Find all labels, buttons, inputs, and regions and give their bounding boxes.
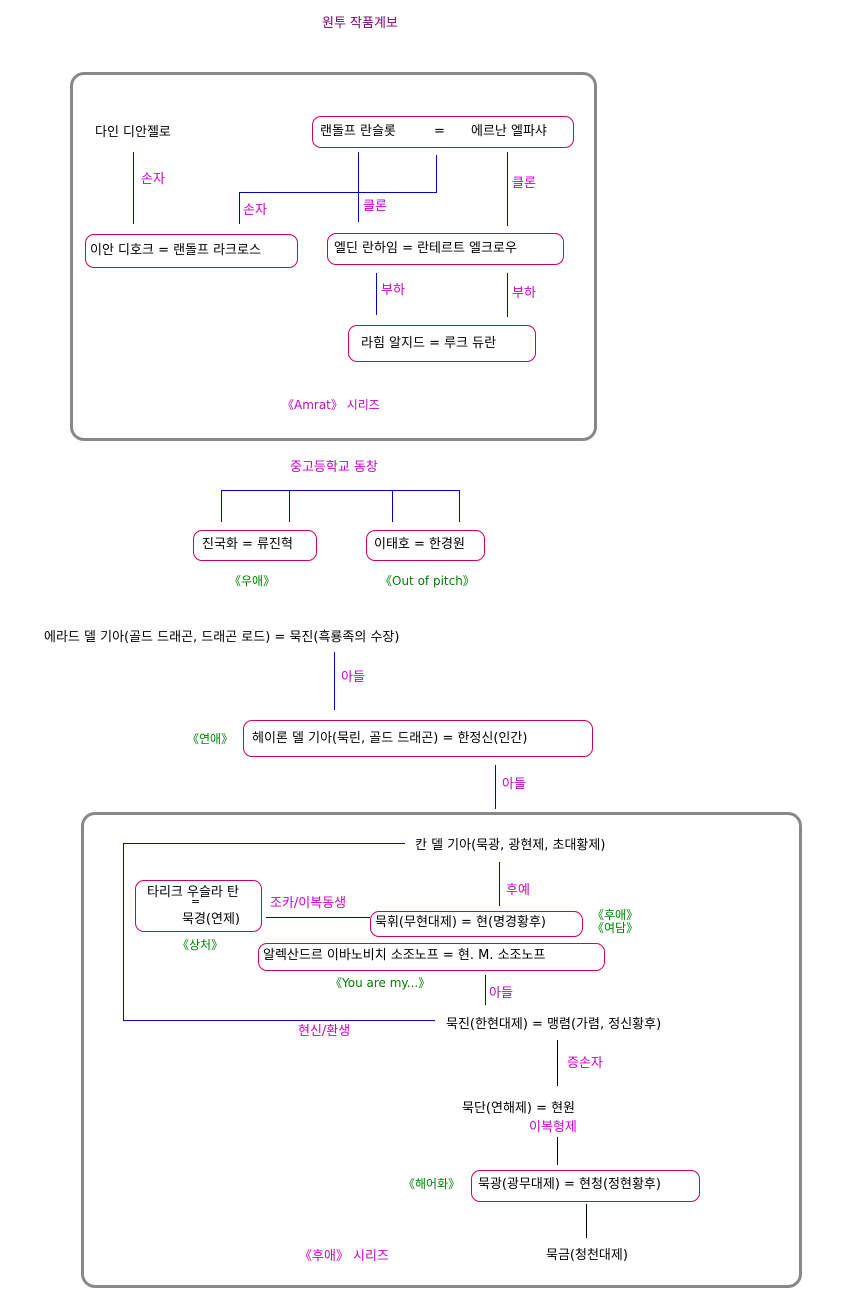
line-elden-rahim-2	[507, 273, 508, 317]
line-school-2	[289, 490, 290, 522]
node-box-alexandr	[258, 943, 605, 971]
line-to-ian	[239, 192, 240, 224]
work-haeeohwa: 《해어화》	[403, 1177, 461, 1191]
label-nephew: 조카/이복동생	[270, 896, 347, 911]
amrat-series-label: 《Amrat》 시리즈	[282, 398, 380, 412]
node-alexandr: 알렉산드르 이바노비치 소조노프 = 현. M. 소조노프	[263, 948, 546, 963]
diagram-title: 원투 작품계보	[322, 16, 398, 31]
label-subordinate-1: 부하	[381, 283, 405, 298]
node-mukgeum: 묵금(청천대제)	[546, 1248, 628, 1263]
node-mukgyeong: 묵경(연제)	[182, 912, 240, 927]
node-elden: 엘딘 란하임 = 란테르트 엘크로우	[334, 241, 517, 256]
work-uae: 《우애》	[229, 574, 276, 588]
work-you-are-my: 《You are my...》	[330, 976, 431, 990]
label-great-grandson: 증손자	[567, 1056, 603, 1071]
line-school-1	[221, 490, 222, 522]
line-randolph-elden	[358, 152, 359, 222]
school-title: 중고등학교 동창	[290, 460, 378, 475]
work-sangcheo: 《상처》	[177, 938, 224, 952]
node-box-rahim	[348, 325, 536, 362]
node-box-elden	[327, 233, 564, 265]
line-elden-rahim-1	[376, 273, 377, 315]
node-box-lee	[366, 530, 485, 561]
line-khan-mukhwi	[499, 862, 500, 906]
work-yeonae: 《연애》	[187, 732, 234, 746]
line-lancelot-horizontal	[239, 192, 437, 193]
line-alexandr-mukjin	[485, 975, 486, 1005]
line-reincarnation-side	[123, 843, 124, 1020]
node-heimon: 헤이론 델 기아(묵린, 골드 드래곤) = 한정신(인간)	[252, 731, 528, 746]
line-dain-ian	[133, 152, 134, 224]
node-lee: 이태호 = 한경원	[374, 537, 465, 552]
line-tarik-mukhwi	[266, 917, 370, 918]
node-mukjin: 묵진(한현대제) = 맹렴(가렴, 정신황후)	[446, 1017, 662, 1032]
line-mukgwang-mukgeum	[586, 1204, 587, 1238]
huae-series-label: 《후애》 시리즈	[299, 1249, 389, 1264]
node-box-ian	[85, 234, 298, 268]
label-clone-2: 클론	[512, 176, 536, 191]
line-heimon-khan	[495, 765, 496, 809]
equals-sign: =	[434, 124, 445, 139]
line-erad-heimon	[334, 652, 335, 710]
node-mukhwi: 묵휘(무현대제) = 현(명경황후)	[375, 915, 547, 930]
label-son-2: 아들	[502, 777, 526, 792]
line-mukdan-mukgwang	[557, 1137, 558, 1165]
label-descendant: 후예	[506, 883, 530, 898]
node-box-randolph-ernan	[312, 116, 574, 148]
label-son-3: 아들	[489, 986, 513, 1001]
tarik-equals: =	[191, 895, 201, 908]
node-box-mukhwi	[370, 911, 583, 937]
node-mukdan: 묵단(연해제) = 현원	[462, 1101, 576, 1116]
node-box-jin	[193, 530, 317, 561]
label-subordinate-2: 부하	[512, 286, 536, 301]
line-school-3	[392, 490, 393, 522]
node-box-tarik	[135, 880, 262, 932]
label-half-brothers: 이복형제	[529, 1120, 577, 1135]
line-mukjin-mukdan	[557, 1040, 558, 1086]
line-reincarnation-top	[123, 843, 405, 844]
work-yeodam: 《여담》	[592, 921, 639, 935]
huae-series-frame	[81, 812, 802, 1288]
label-son-1: 아들	[341, 670, 365, 685]
node-tarik: 타리크 우슬라 탄	[147, 885, 239, 900]
label-reincarnation: 현신/환생	[298, 1024, 351, 1039]
line-ernan-elden	[507, 152, 508, 226]
label-grandson-2: 손자	[243, 203, 267, 218]
work-out-of-pitch: 《Out of pitch》	[380, 574, 475, 588]
node-rahim: 라힘 알지드 = 루크 듀란	[361, 336, 497, 351]
node-mukgwang: 묵광(광무대제) = 현청(정현황후)	[478, 1177, 661, 1192]
node-erad: 에라드 델 기아(골드 드래곤, 드래곤 로드) = 묵진(흑룡족의 수장)	[44, 630, 400, 645]
line-school-horizontal	[221, 490, 460, 491]
amrat-series-frame	[70, 72, 597, 441]
line-school-4	[459, 490, 460, 522]
node-ernan: 에르난 엘파샤	[471, 124, 547, 139]
work-huae: 《후애》	[592, 908, 639, 922]
line-lancelot-down	[436, 155, 437, 192]
node-box-heimon	[243, 720, 593, 757]
node-ian-dehoke: 이안 디호크 = 랜돌프 라크로스	[90, 243, 261, 258]
node-randolph-lancelot: 랜돌프 란슬롯	[320, 124, 396, 139]
label-grandson-1: 손자	[141, 172, 165, 187]
node-box-mukgwang	[471, 1170, 700, 1202]
label-clone-1: 클론	[363, 199, 387, 214]
node-dain: 다인 디안젤로	[95, 125, 171, 140]
line-reincarnation-bottom	[123, 1020, 435, 1021]
node-jin: 진국화 = 류진혁	[202, 537, 293, 552]
node-khan: 칸 델 기아(묵광, 광현제, 초대황제)	[415, 838, 606, 853]
